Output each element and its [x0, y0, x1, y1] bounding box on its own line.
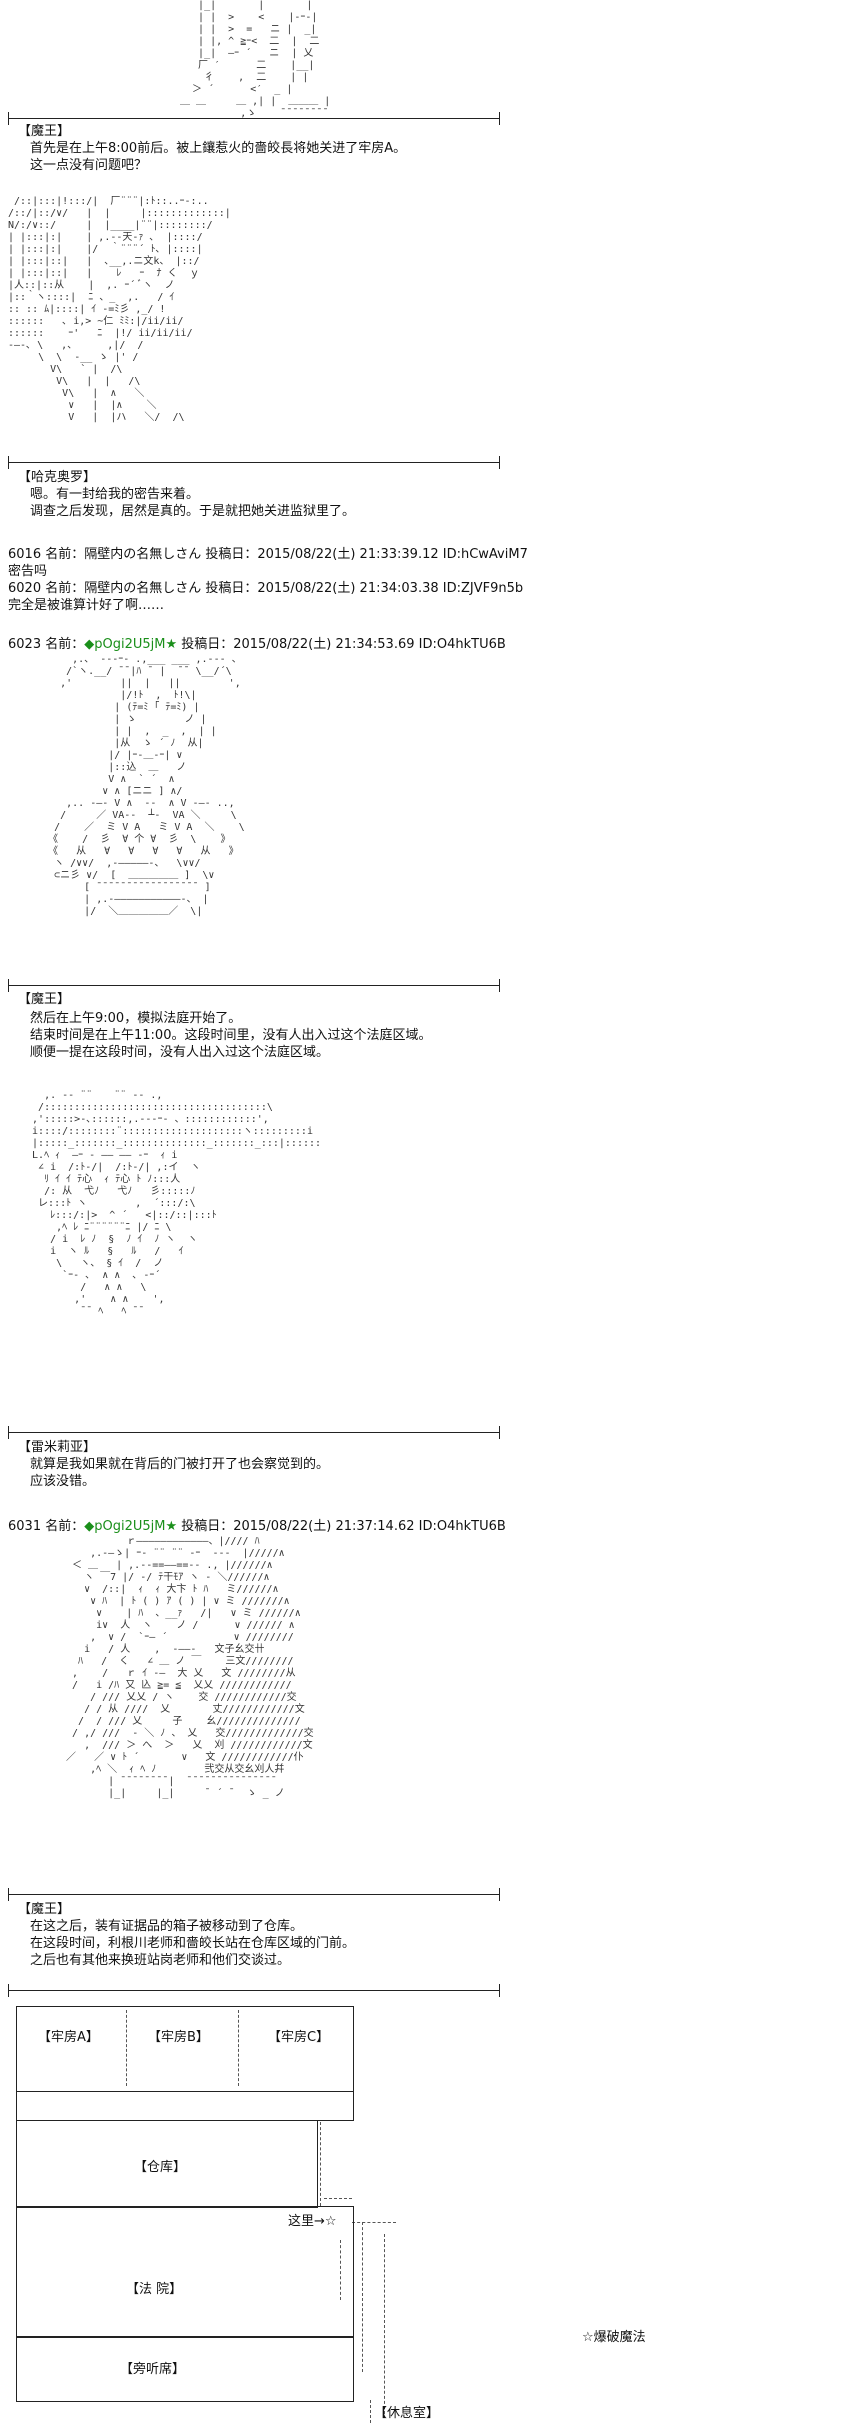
dialogue-line: 这一点没有问题吧？: [30, 158, 148, 173]
map-corridor: [16, 2090, 354, 2121]
post-6023-header: 6023 名前：◆pOgi2U5jM★ 投稿日：2015/08/22(土) 21…: [8, 636, 506, 653]
speaker-label: 【雷米莉亚】: [18, 1440, 97, 1455]
separator: [8, 1426, 500, 1439]
map-here-marker: 这里→☆: [288, 2214, 337, 2229]
dialogue-line: 顺便一提在这段时间，没有人出入过这个法庭区域。: [30, 1045, 330, 1060]
dialogue-line: 嗯。有一封给我的密告来着。: [30, 487, 200, 502]
separator: [8, 1888, 500, 1901]
dialogue-line: 之后也有其他来换班站岗老师和他们交谈过。: [30, 1953, 291, 1968]
post-header: 6020 名前：隔壁内の名無しさん 投稿日：2015/08/22(土) 21:3…: [8, 581, 524, 596]
dialogue-line: 在这段时间，利根川老师和嗇皎长站在仓库区域的门前。: [30, 1936, 356, 1951]
map-corridor-line: [362, 2222, 363, 2372]
separator: [8, 979, 500, 992]
map-cell-b: 【牢房B】: [148, 2030, 209, 2045]
post-meta: 投稿日：2015/08/22(土) 21:34:53.69 ID:O4hkTU6…: [177, 637, 506, 652]
map-warehouse: [16, 2120, 318, 2208]
aa-art-remilia-1: ,.、 ---ｰ- .,___ ___ ,.--‐ 、 /`ヽ.__/ ¯¯|ﾊ…: [48, 654, 245, 917]
map-blast-magic: ☆爆破魔法: [582, 2330, 646, 2345]
speaker-label: 【哈克奥罗】: [18, 470, 97, 485]
map-corridor-line: [384, 2234, 385, 2414]
map-break-room: 【休息室】: [374, 2406, 440, 2421]
dialogue-line: 然后在上午9:00，模拟法庭开始了。: [30, 1011, 242, 1026]
dialogue-lines: 就算是我如果就在背后的门被打开了也会察觉到的。 应该没错。: [30, 1456, 329, 1490]
speaker-label: 【魔王】: [18, 1902, 71, 1917]
map-cell-a: 【牢房A】: [38, 2030, 99, 2045]
trip-code[interactable]: ◆pOgi2U5jM: [84, 1519, 166, 1534]
separator: [8, 1984, 500, 1997]
post-body: 密告吗: [8, 564, 48, 579]
map-prison-block: [16, 2006, 354, 2092]
star-icon: ★: [165, 1519, 178, 1534]
separator: [8, 112, 500, 125]
dialogue-lines: 然后在上午9:00，模拟法庭开始了。 结束时间是在上午11:00。这段时间里，没…: [30, 1010, 431, 1061]
separator: [8, 456, 500, 469]
post-number: 6031 名前：: [8, 1519, 85, 1534]
dialogue-lines: 嗯。有一封给我的密告来着。 调查之后发现，居然是真的。于是就把她关进监狱里了。: [30, 486, 355, 520]
map-divider: [126, 2010, 127, 2086]
post-number: 6023 名前：: [8, 637, 85, 652]
dialogue-line: 结束时间是在上午11:00。这段时间里，没有人出入过这个法庭区域。: [30, 1028, 432, 1043]
map-door: [340, 2240, 341, 2300]
dialogue-line: 就算是我如果就在背后的门被打开了也会察觉到的。: [30, 1457, 330, 1472]
speaker-label: 【魔王】: [18, 124, 71, 139]
map-door: [320, 2122, 321, 2206]
star-icon: ★: [165, 637, 178, 652]
post-6031-header: 6031 名前：◆pOgi2U5jM★ 投稿日：2015/08/22(土) 21…: [8, 1518, 506, 1535]
dialogue-lines: 首先是在上午8:00前后。被上鑲惹火的嗇皎長将她关进了牢房A。 这一点没有问题吧…: [30, 140, 406, 174]
post-6016: 6016 名前：隔壁内の名無しさん 投稿日：2015/08/22(土) 21:3…: [8, 546, 528, 614]
map-gallery-label: 【旁听席】: [120, 2362, 186, 2377]
aa-art-remilia-3: ｒ――――――――――――、|//// ﾊ ,.-―ゝ| ｰ‐ ¨¨ ¨¨ ‐ｰ…: [66, 1536, 314, 1799]
post-header: 6016 名前：隔壁内の名無しさん 投稿日：2015/08/22(土) 21:3…: [8, 547, 528, 562]
aa-art-remilia-2: ,. -‐ ¨¨ ￣ ¨¨ -‐ ., /:::::::::::::::::::…: [32, 1090, 320, 1317]
aa-art-harkaon: /::|:::|!:::/| 厂¨¨¨|:ﾄ::..ｰ-:.. /::/|::/…: [8, 196, 231, 423]
map-cell-c: 【牢房C】: [268, 2030, 330, 2045]
dialogue-line: 调查之后发现，居然是真的。于是就把她关进监狱里了。: [30, 504, 356, 519]
map-court: [16, 2206, 354, 2338]
map-court-label: 【法 院】: [126, 2282, 183, 2297]
dialogue-line: 在这之后，装有证据品的箱子被移动到了仓库。: [30, 1919, 304, 1934]
trip-code[interactable]: ◆pOgi2U5jM: [84, 637, 166, 652]
post-body: 完全是被谁算计好了啊……: [8, 598, 165, 613]
map-corridor-line: [370, 2400, 371, 2423]
dialogue-line: 首先是在上午8:00前后。被上鑲惹火的嗇皎長将她关进了牢房A。: [30, 141, 407, 156]
map-divider: [238, 2010, 239, 2086]
aa-art-top: |_| | | | | > < |-ｰ-| | | > = ニ | _| | |…: [180, 0, 331, 118]
map-corridor-line: [352, 2222, 396, 2223]
map-gallery: [16, 2336, 354, 2402]
map-door: [324, 2198, 352, 2199]
speaker-label: 【魔王】: [18, 992, 71, 1007]
post-meta: 投稿日：2015/08/22(土) 21:37:14.62 ID:O4hkTU6…: [177, 1519, 506, 1534]
map-warehouse-label: 【仓库】: [134, 2160, 187, 2175]
dialogue-line: 应该没错。: [30, 1474, 96, 1489]
dialogue-lines: 在这之后，装有证据品的箱子被移动到了仓库。 在这段时间，利根川老师和嗇皎长站在仓…: [30, 1918, 355, 1969]
